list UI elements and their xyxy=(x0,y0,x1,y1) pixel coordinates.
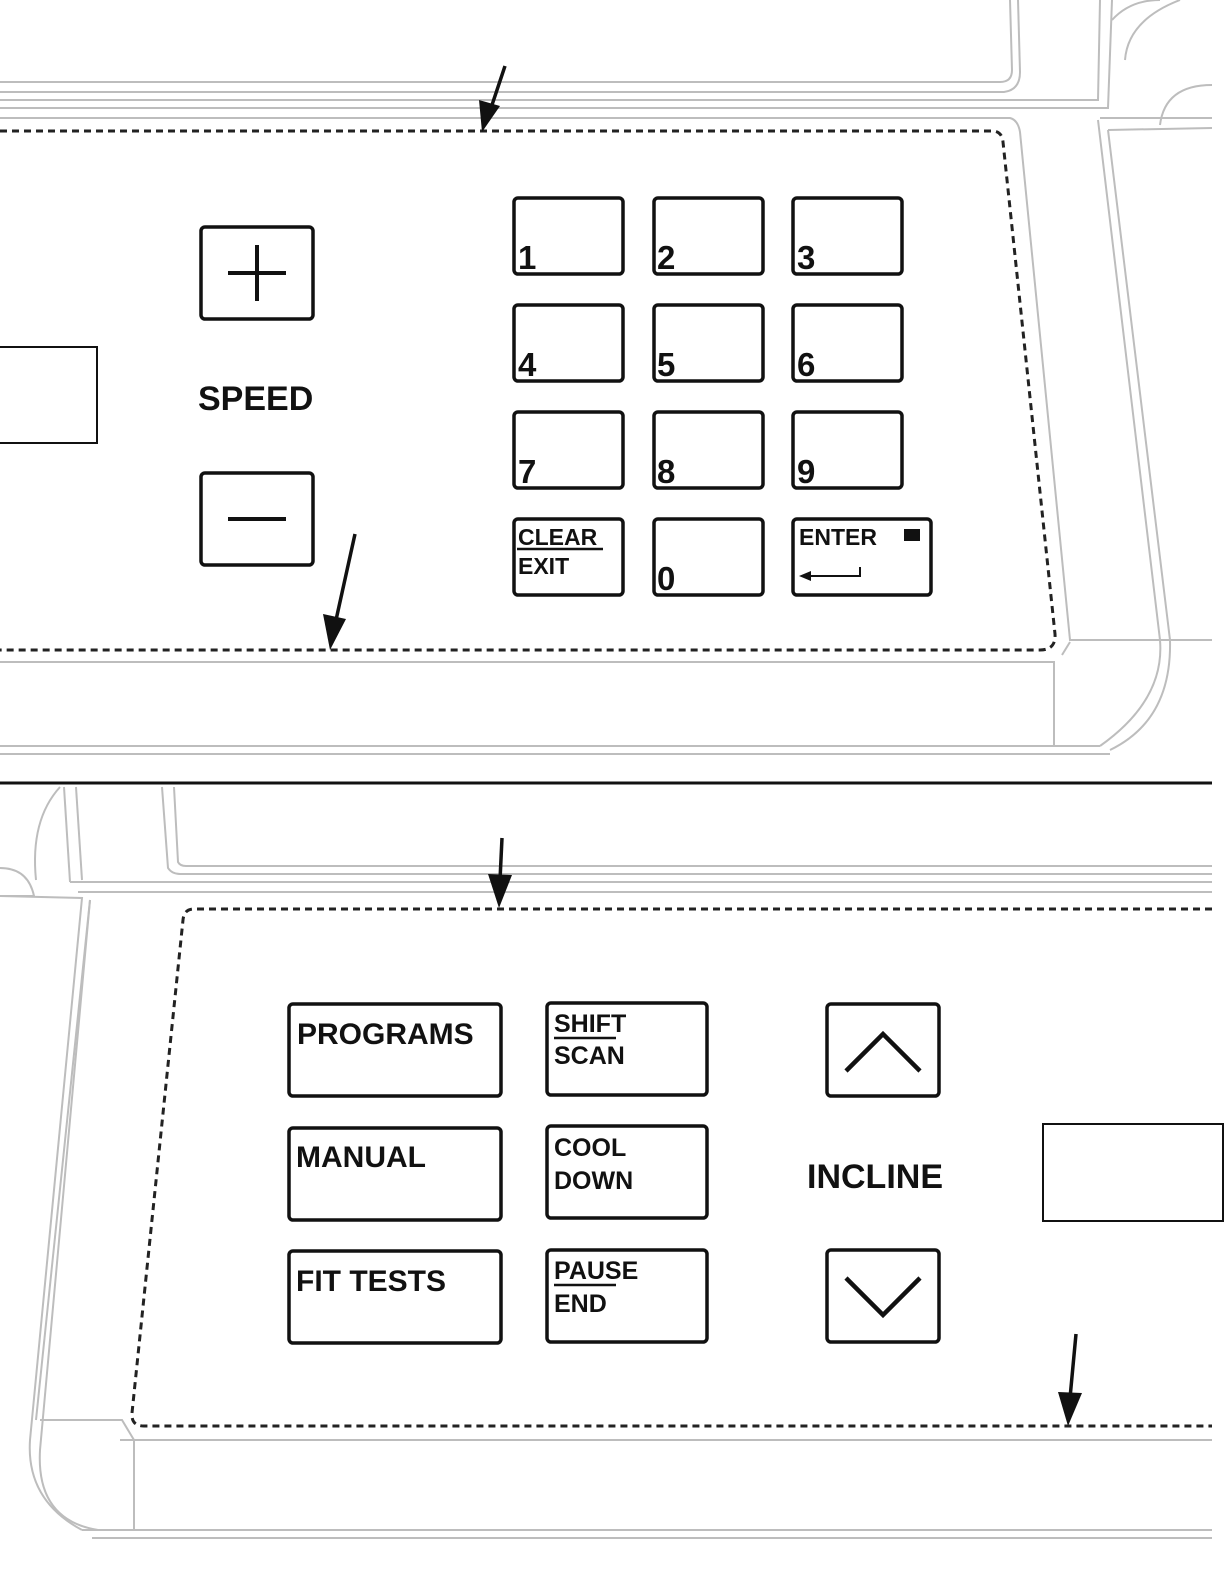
speed-down-button[interactable] xyxy=(201,473,313,565)
shift-scan-button[interactable]: SHIFT SCAN xyxy=(547,1003,707,1095)
key-4[interactable]: 4 xyxy=(514,305,623,383)
clear-label: CLEAR xyxy=(518,524,598,550)
down-label: DOWN xyxy=(554,1167,633,1195)
fit-tests-button[interactable]: FIT TESTS xyxy=(289,1251,501,1343)
key-5-label: 5 xyxy=(657,346,675,383)
programs-label: PROGRAMS xyxy=(297,1018,474,1051)
shift-label: SHIFT xyxy=(554,1010,626,1038)
enter-indicator xyxy=(904,529,920,541)
key-2[interactable]: 2 xyxy=(654,198,763,276)
key-0[interactable]: 0 xyxy=(654,519,763,597)
pause-end-button[interactable]: PAUSE END xyxy=(547,1250,707,1342)
key-0-label: 0 xyxy=(657,560,675,597)
scan-label: SCAN xyxy=(554,1042,625,1070)
key-6-label: 6 xyxy=(797,346,815,383)
enter-label: ENTER xyxy=(799,524,877,550)
key-7-label: 7 xyxy=(518,453,536,490)
key-6[interactable]: 6 xyxy=(793,305,902,383)
key-1[interactable]: 1 xyxy=(514,198,623,276)
key-3[interactable]: 3 xyxy=(793,198,902,276)
key-1-label: 1 xyxy=(518,239,536,276)
programs-button[interactable]: PROGRAMS xyxy=(289,1004,501,1096)
speed-label: SPEED xyxy=(198,380,313,418)
end-label: END xyxy=(554,1290,607,1318)
cool-label: COOL xyxy=(554,1134,626,1162)
pause-label: PAUSE xyxy=(554,1257,638,1285)
fit-tests-label: FIT TESTS xyxy=(296,1265,446,1298)
key-8-label: 8 xyxy=(657,453,675,490)
incline-down-button[interactable] xyxy=(827,1250,939,1342)
clear-exit-key[interactable]: CLEAR EXIT xyxy=(514,519,623,595)
key-8[interactable]: 8 xyxy=(654,412,763,490)
key-2-label: 2 xyxy=(657,239,675,276)
incline-display-window xyxy=(1043,1124,1223,1221)
key-5[interactable]: 5 xyxy=(654,305,763,383)
exit-label: EXIT xyxy=(518,553,569,579)
incline-label: INCLINE xyxy=(807,1158,943,1196)
key-7[interactable]: 7 xyxy=(514,412,623,490)
manual-label: MANUAL xyxy=(296,1141,426,1174)
key-4-label: 4 xyxy=(518,346,537,383)
callout-arrow-top-2 xyxy=(323,534,355,650)
key-9[interactable]: 9 xyxy=(793,412,902,490)
numeric-keypad: 1 2 3 4 5 6 7 8 xyxy=(514,198,931,597)
key-3-label: 3 xyxy=(797,239,815,276)
speed-display-window xyxy=(0,347,97,443)
enter-key[interactable]: ENTER xyxy=(793,519,931,595)
callout-arrow-bottom-2 xyxy=(1058,1334,1082,1426)
cool-down-button[interactable]: COOL DOWN xyxy=(547,1126,707,1218)
incline-up-button[interactable] xyxy=(827,1004,939,1096)
speed-up-button[interactable] xyxy=(201,227,313,319)
key-9-label: 9 xyxy=(797,453,815,490)
manual-button[interactable]: MANUAL xyxy=(289,1128,501,1220)
